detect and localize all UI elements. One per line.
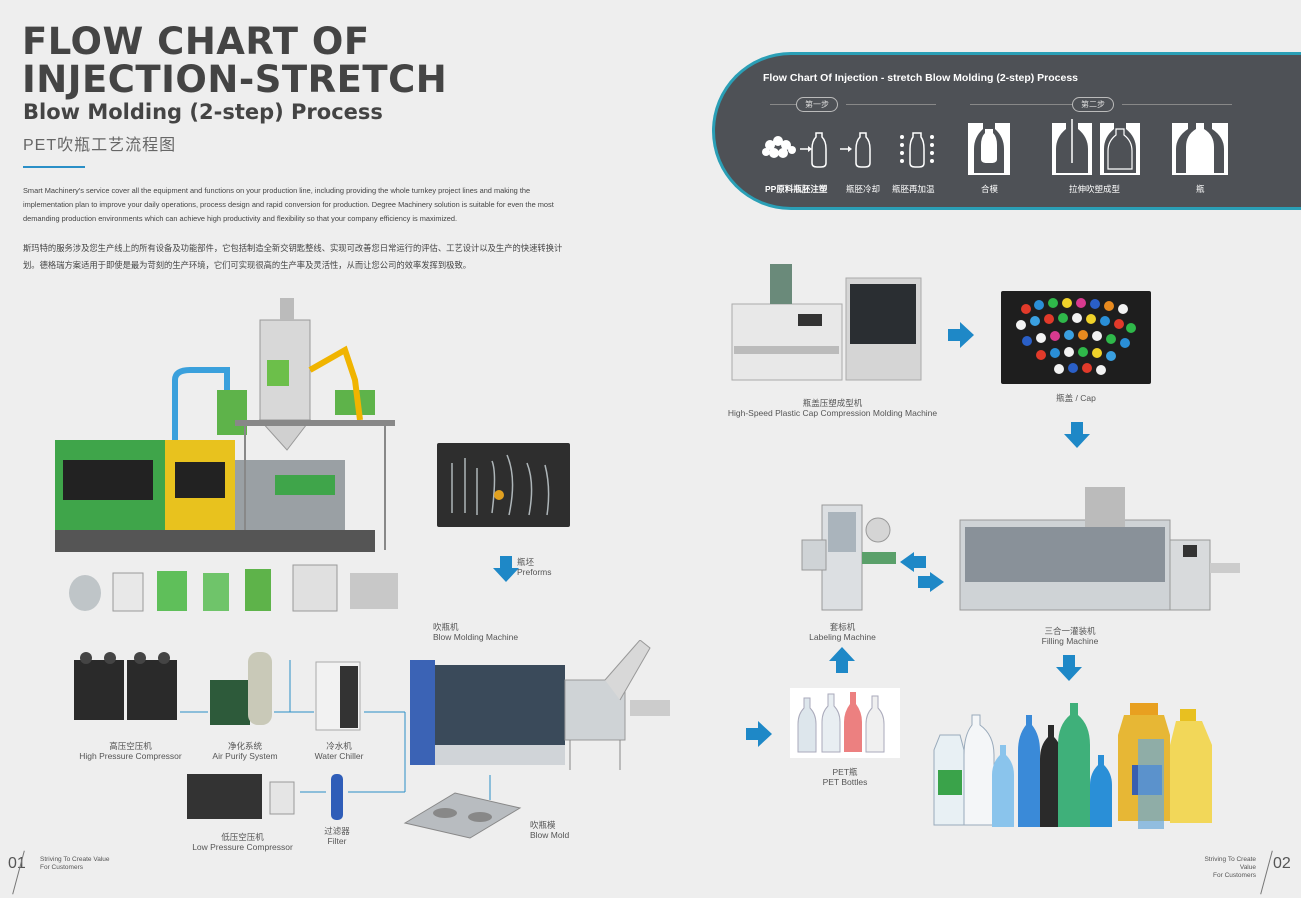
step1-rule-left [770,104,796,105]
lp-compressor-label-en: Low Pressure Compressor [192,842,293,852]
process-label-4: 合模 [981,184,999,194]
heating-icon [900,132,934,168]
preform-cool-icon [855,132,871,168]
injection-molding-machine-image [55,298,395,552]
process-steps-graphic [762,119,1228,175]
process-label-3: 瓶胚再加温 [892,184,935,194]
process-label-2: 瓶胚冷却 [846,184,881,194]
blow-machine-label-en: Blow Molding Machine [433,632,519,642]
title-subtitle: Blow Molding (2-step) Process [23,100,383,124]
cap-compression-machine-image [731,264,922,381]
step1-pill: 第一步 [796,97,838,112]
filter-label-en: Filter [327,836,347,846]
mold-close-icon [968,123,1010,175]
footer-right-line1: Striving To Create Value [1204,856,1256,871]
title-line-1: FLOW CHART OF [22,20,370,63]
intro-english: Smart Machinery's service cover all the … [23,186,554,223]
page-number-right: 02 [1273,855,1291,872]
preforms-photo [437,443,570,527]
down-arrow-icon [1056,655,1082,681]
low-pressure-compressor-image [187,774,295,819]
down-arrow-icon [1064,422,1090,448]
filter-image [331,774,343,820]
process-panel-title: Flow Chart Of Injection - stretch Blow M… [763,72,1079,84]
filling-machine-label-en: Filling Machine [1041,636,1099,646]
right-arrow-icon [948,322,974,348]
filling-machine-image [959,487,1240,611]
blow-molding-machine-image [410,640,670,770]
process-label-5: 拉伸吹塑成型 [1069,184,1121,194]
air-purify-label-en: Air Purify System [212,751,278,761]
filter-label-cn: 过滤器 [324,826,350,836]
blow-mold-label-en: Blow Mold [530,830,570,840]
title-line-2: INJECTION-STRETCH [22,58,448,101]
up-arrow-icon [829,647,855,673]
process-label-1: PP原料瓶胚注塑 [765,184,828,194]
pet-bottles-label-en: PET Bottles [822,777,868,787]
title-rule [23,166,85,168]
connection-lines [180,660,491,800]
process-label-6: 瓶 [1196,184,1205,194]
labeling-machine-image [801,504,896,611]
water-chiller-image [315,661,361,731]
pellets-icon [762,136,796,158]
footer-left-line1: Striving To Create Value [40,856,110,863]
stretch-blow-icon [1052,119,1140,175]
footer-divider-right [1260,850,1273,895]
blow-mold-label-cn: 吹瓶模 [530,820,556,830]
auxiliary-equipment-image [69,564,398,612]
footer-left-line2: For Customers [40,864,83,871]
down-arrow-icon [493,556,519,582]
water-chiller-label-cn: 冷水机 [326,741,352,751]
preforms-label-cn: 瓶坯 [517,557,535,567]
blow-machine-label-cn: 吹瓶机 [433,622,459,632]
cap-machine-label-en: High-Speed Plastic Cap Compression Moldi… [727,408,938,418]
cap-machine-label-cn: 瓶盖压塑成型机 [802,398,863,408]
title-cn: PET吹瓶工艺流程图 [23,137,177,154]
filling-machine-label-cn: 三合一灌装机 [1044,626,1096,636]
labeling-machine-label-cn: 套标机 [829,622,856,632]
pet-bottles-label-cn: PET瓶 [832,767,858,777]
preform-icon [811,132,827,168]
right-arrow-icon [746,721,772,747]
bidirectional-arrows-icon [900,552,944,592]
blow-mold-image [403,792,522,839]
step2-rule-left [970,104,1072,105]
finished-bottles-image [933,703,1212,829]
hp-compressor-label-en: High Pressure Compressor [79,751,182,761]
air-purify-label-cn: 净化系统 [227,741,262,751]
step1-rule-right [846,104,936,105]
preforms-label-en: Preforms [517,567,552,577]
step2-pill: 第二步 [1072,97,1114,112]
high-pressure-compressor-image [74,652,177,720]
step2-rule-right [1122,104,1232,105]
footer-right-line2: For Customers [1213,872,1256,879]
water-chiller-label-en: Water Chiller [314,751,364,761]
intro-chinese: 斯玛特的服务涉及您生产线上的所有设备及功能部件，它包括制造全新交钥匙整线、实现可… [23,243,563,270]
pet-bottles-image [790,688,900,758]
caps-photo [1001,291,1151,384]
bottle-icon [1172,123,1228,175]
air-purify-system-image [210,652,272,725]
page-number-left: 01 [8,855,26,872]
lp-compressor-label-cn: 低压空压机 [221,832,264,842]
cap-label: 瓶盖 / Cap [1056,393,1096,403]
labeling-machine-label-en: Labeling Machine [809,632,876,642]
hp-compressor-label-cn: 高压空压机 [109,741,152,751]
